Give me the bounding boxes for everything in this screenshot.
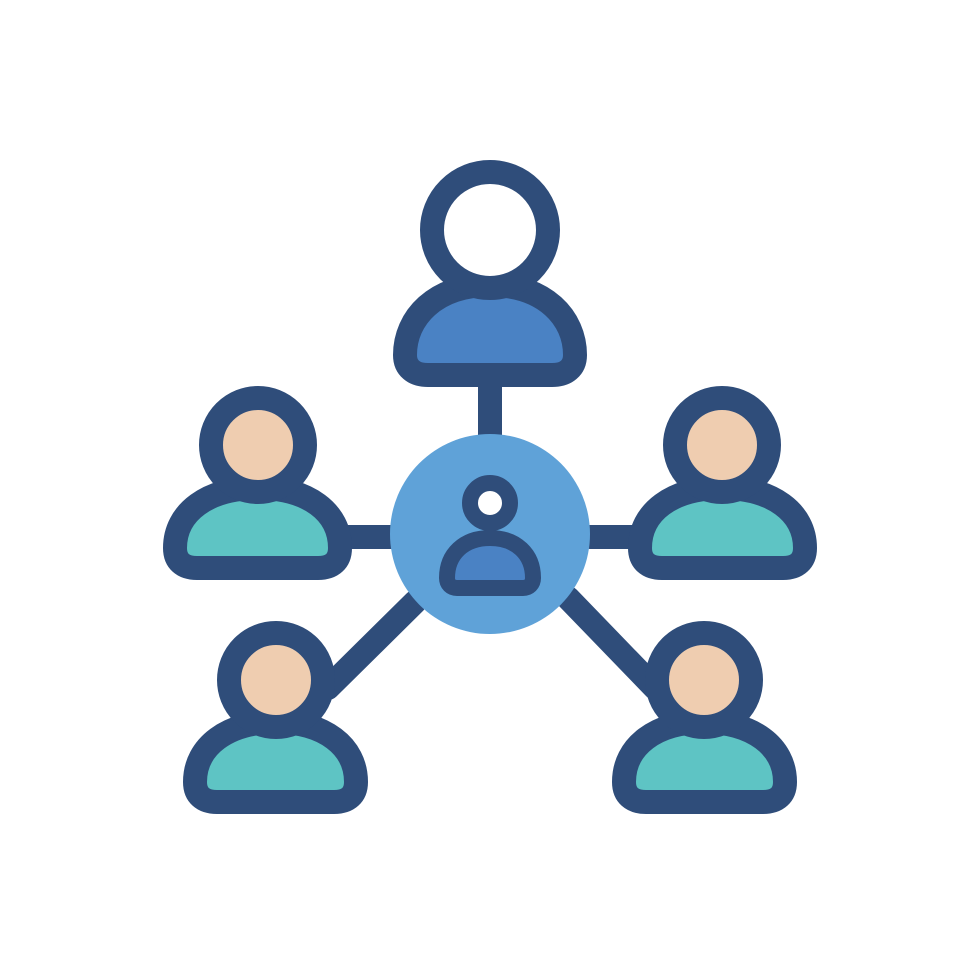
right-person-icon	[628, 386, 817, 580]
top-person-body	[393, 273, 587, 387]
hub-person-head	[462, 475, 518, 531]
connector-lines	[316, 368, 667, 700]
bottom-left-person-icon	[183, 621, 368, 814]
top-person-icon	[393, 160, 587, 387]
right-person-head	[663, 386, 781, 504]
top-person-head	[420, 160, 560, 300]
bottom-right-person-body	[612, 710, 797, 814]
bottom-right-person-head	[645, 621, 763, 739]
left-person-icon	[163, 386, 352, 580]
bottom-right-person-icon	[612, 621, 797, 814]
bottom-left-person-head	[217, 621, 335, 739]
hub-person-body	[439, 530, 541, 596]
hub-person-icon	[390, 434, 590, 634]
right-person-body	[628, 476, 817, 580]
connector-bottom-right	[556, 586, 667, 700]
left-person-body	[163, 476, 352, 580]
connector-bottom-left	[316, 590, 427, 700]
left-person-head	[199, 386, 317, 504]
bottom-left-person-body	[183, 710, 368, 814]
